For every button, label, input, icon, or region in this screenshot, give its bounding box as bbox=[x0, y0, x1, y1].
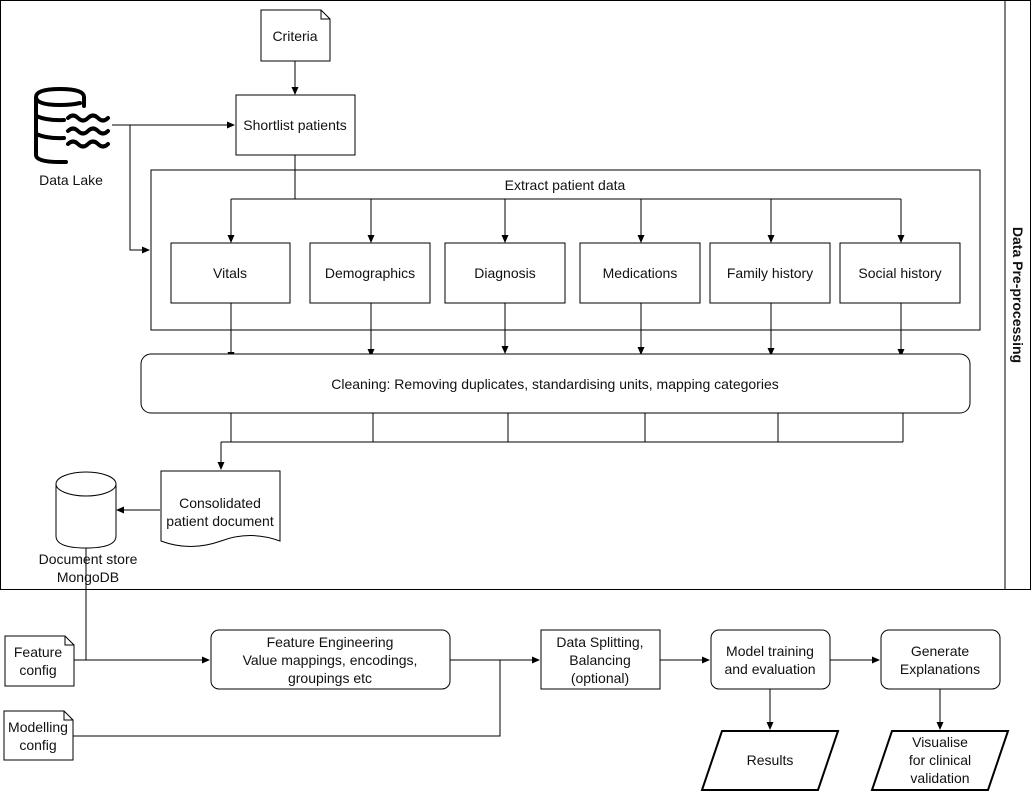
criteria-label: Criteria bbox=[272, 28, 317, 44]
modelling-config-label-2: config bbox=[19, 737, 56, 753]
modelling-config-document[interactable]: Modelling config bbox=[3, 710, 74, 761]
feature-engineering-label-2: Value mappings, encodings, bbox=[243, 652, 418, 668]
vitals-label: Vitals bbox=[213, 265, 247, 281]
extract-patient-data-label: Extract patient data bbox=[505, 177, 626, 193]
data-splitting-label-3: (optional) bbox=[571, 670, 629, 686]
edge-lake-extract bbox=[129, 125, 150, 254]
model-training-box[interactable]: Model training and evaluation bbox=[710, 629, 831, 690]
shortlist-patients-label: Shortlist patients bbox=[243, 117, 347, 133]
feature-config-label-1: Feature bbox=[14, 644, 62, 660]
data-splitting-box[interactable]: Data Splitting, Balancing (optional) bbox=[540, 629, 661, 690]
model-training-label-1: Model training bbox=[726, 643, 814, 659]
generate-explanations-label-2: Explanations bbox=[900, 661, 980, 677]
cleaning-merge-bus bbox=[221, 413, 904, 443]
visualise-label-1: Visualise bbox=[912, 734, 968, 750]
visualise-label-2: for clinical bbox=[909, 752, 971, 768]
feature-config-label-2: config bbox=[19, 662, 56, 678]
criteria-document[interactable]: Criteria bbox=[260, 9, 331, 62]
data-splitting-label-2: Balancing bbox=[569, 652, 631, 668]
demographics-box[interactable]: Demographics bbox=[309, 242, 431, 304]
vitals-box[interactable]: Vitals bbox=[170, 242, 291, 304]
social-history-label: Social history bbox=[858, 265, 941, 281]
generate-explanations-box[interactable]: Generate Explanations bbox=[880, 629, 1001, 690]
family-history-label: Family history bbox=[727, 265, 813, 281]
family-history-box[interactable]: Family history bbox=[709, 242, 831, 304]
data-lake-label: Data Lake bbox=[39, 172, 103, 188]
cleaning-box[interactable]: Cleaning: Removing duplicates, standardi… bbox=[140, 353, 971, 414]
data-lake-icon[interactable]: Data Lake bbox=[34, 87, 110, 188]
feature-config-document[interactable]: Feature config bbox=[4, 635, 75, 687]
diagnosis-box[interactable]: Diagnosis bbox=[444, 242, 566, 304]
feature-engineering-label-1: Feature Engineering bbox=[267, 634, 394, 650]
feature-engineering-label-3: groupings etc bbox=[288, 670, 372, 686]
shortlist-patients-box[interactable]: Shortlist patients bbox=[235, 94, 356, 156]
consolidated-label-1: Consolidated bbox=[179, 495, 261, 511]
diagnosis-label: Diagnosis bbox=[474, 265, 535, 281]
visualise-output[interactable]: Visualise for clinical validation bbox=[870, 730, 1010, 791]
consolidated-document[interactable]: Consolidated patient document bbox=[160, 470, 281, 547]
cleaning-label: Cleaning: Removing duplicates, standardi… bbox=[331, 376, 778, 392]
docstore-label-2: MongoDB bbox=[57, 569, 119, 585]
medications-box[interactable]: Medications bbox=[579, 242, 701, 304]
docstore-label-1: Document store bbox=[39, 551, 138, 567]
medications-label: Medications bbox=[603, 265, 678, 281]
feature-engineering-box[interactable]: Feature Engineering Value mappings, enco… bbox=[210, 629, 451, 690]
demographics-label: Demographics bbox=[325, 265, 415, 281]
edge-modelling-config bbox=[73, 660, 501, 737]
modelling-config-label-1: Modelling bbox=[8, 719, 68, 735]
consolidated-label-2: patient document bbox=[166, 513, 274, 529]
results-output[interactable]: Results bbox=[700, 730, 840, 791]
data-splitting-label-1: Data Splitting, bbox=[556, 634, 643, 650]
generate-explanations-label-1: Generate bbox=[911, 643, 970, 659]
social-history-box[interactable]: Social history bbox=[839, 242, 961, 304]
document-store-cylinder[interactable]: Document store MongoDB bbox=[39, 471, 138, 585]
preprocessing-panel-title: Data Pre-processing bbox=[1010, 227, 1026, 363]
results-label: Results bbox=[747, 752, 794, 768]
visualise-label-3: validation bbox=[910, 770, 969, 786]
model-training-label-2: and evaluation bbox=[724, 661, 815, 677]
